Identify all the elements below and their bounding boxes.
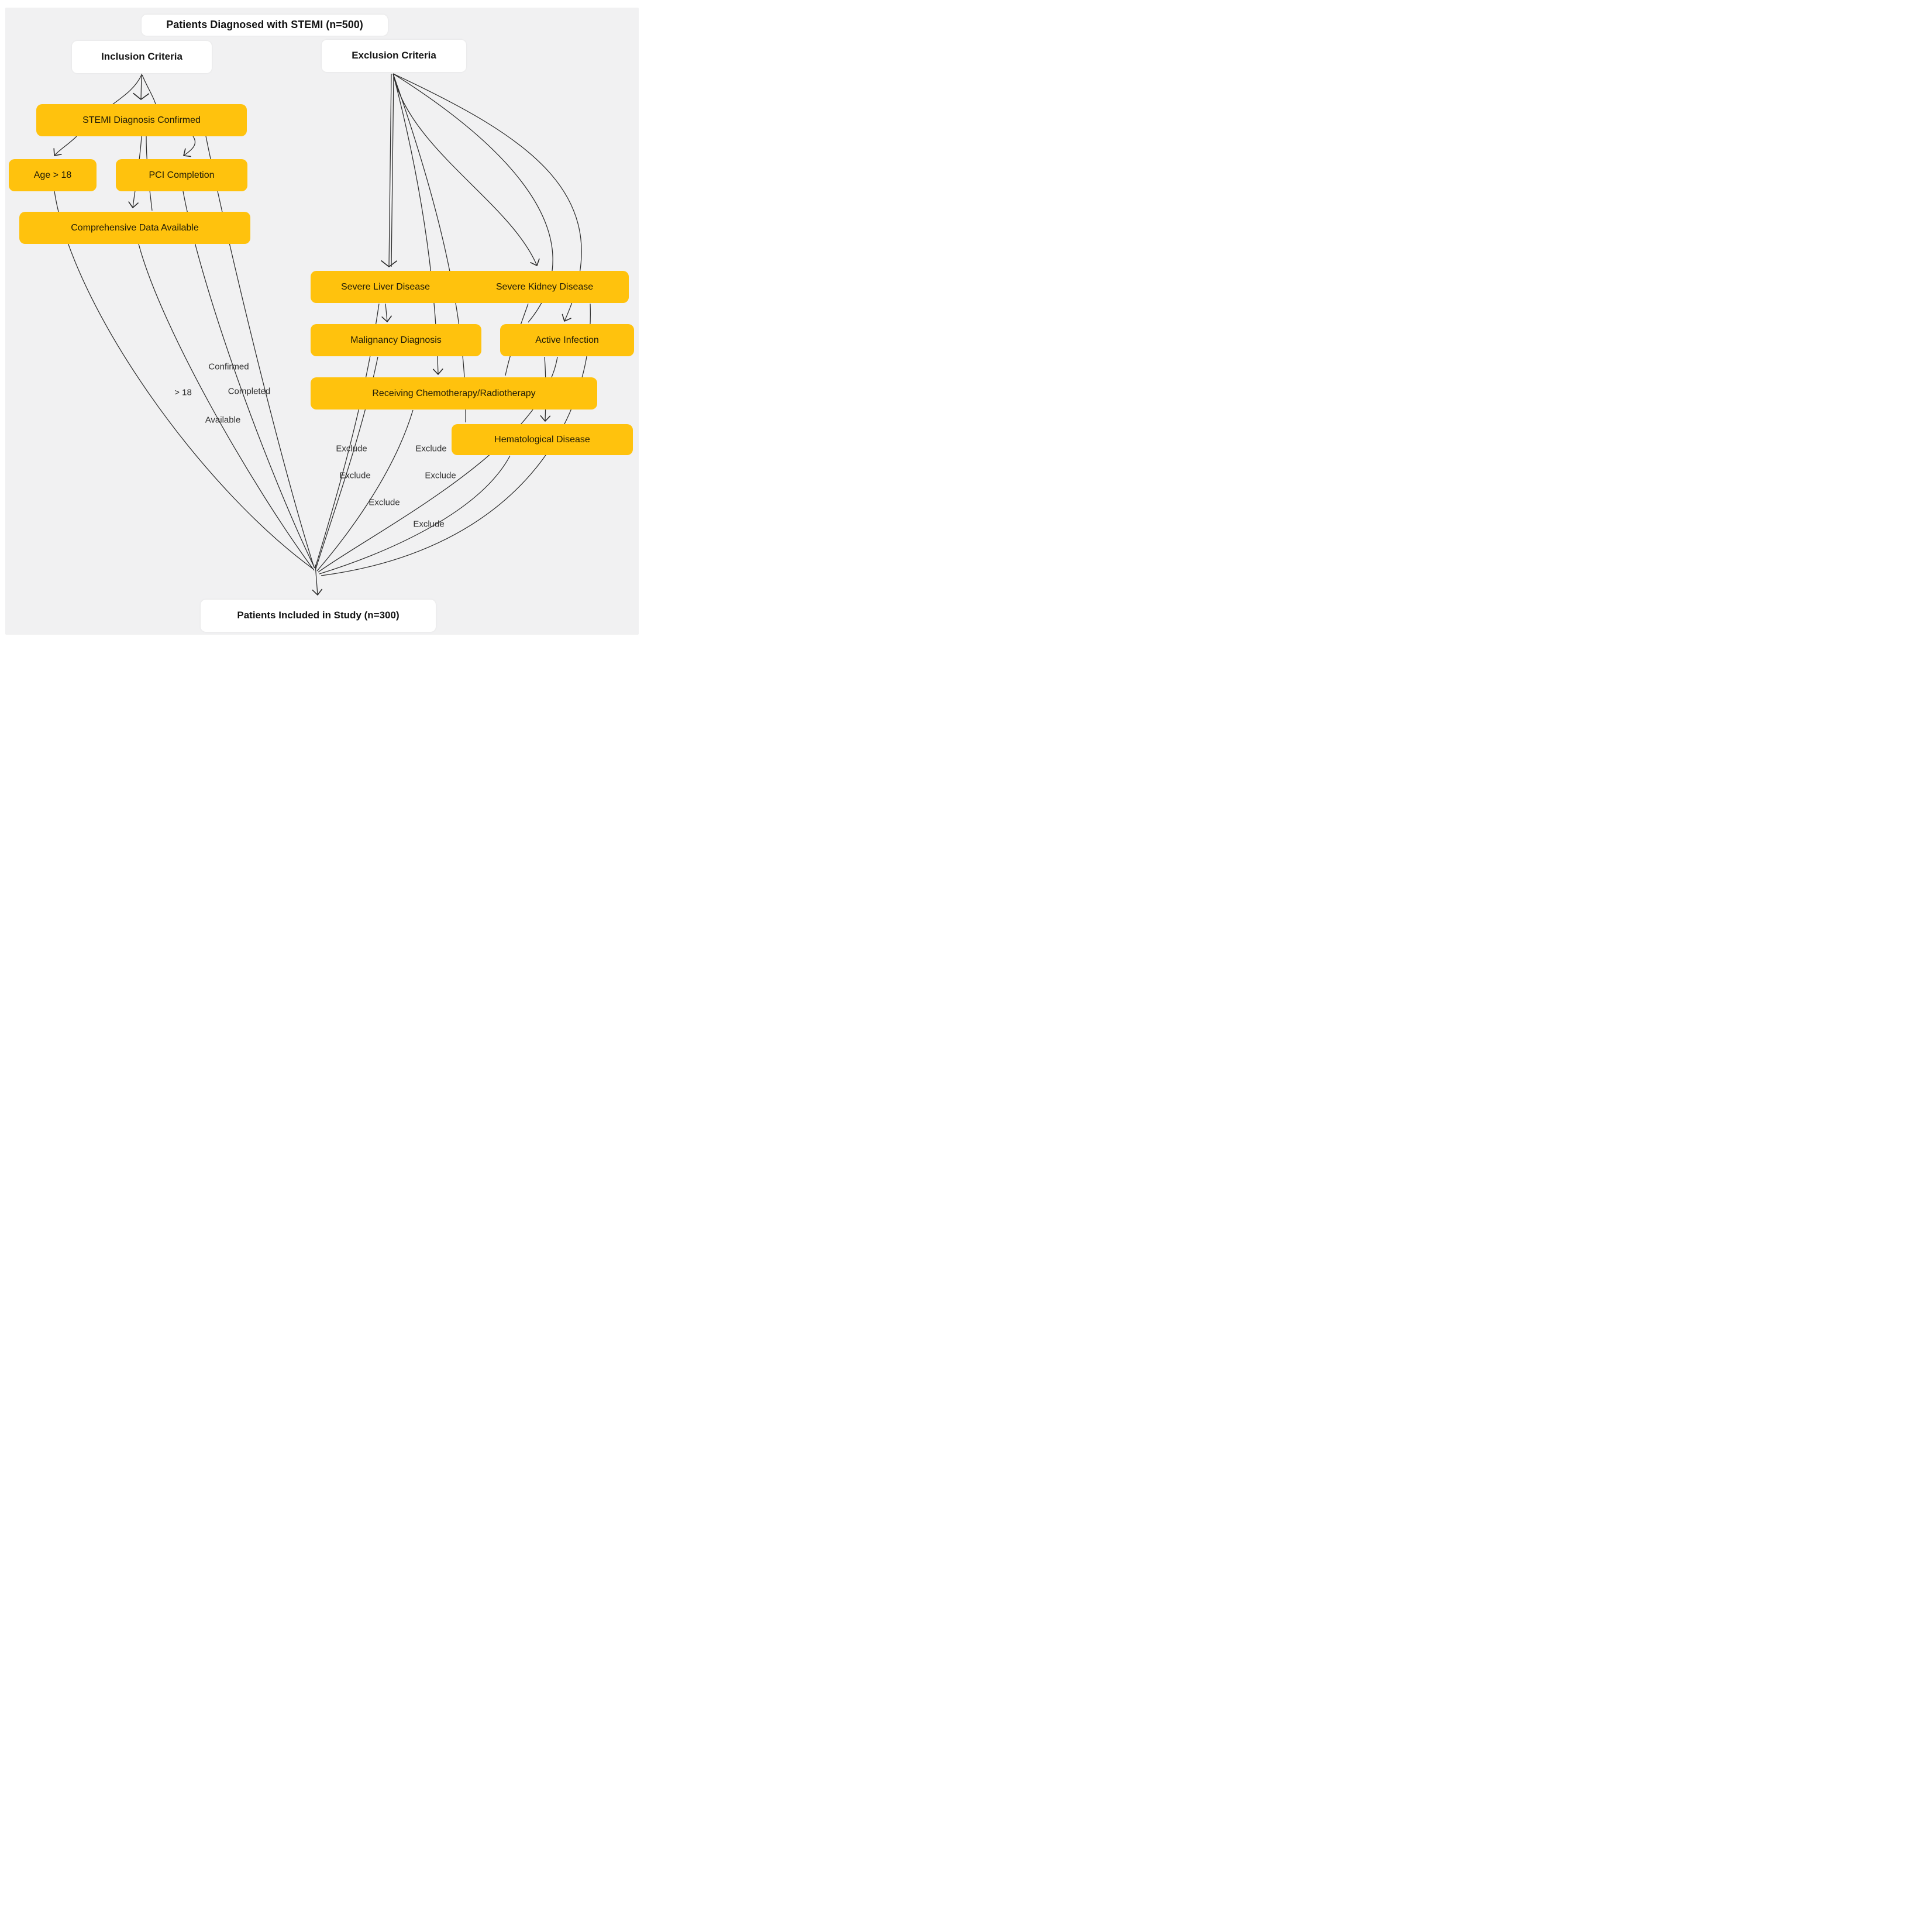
title-box: Patients Diagnosed with STEMI (n=500) [142, 15, 388, 36]
node-hematological-disease: Hematological Disease [452, 424, 633, 455]
node-active-infection: Active Infection [500, 324, 634, 356]
node-comprehensive-data-available: Comprehensive Data Available [19, 212, 250, 244]
exclusion-criteria-header: Exclusion Criteria [322, 40, 466, 72]
node-severe-kidney-disease: Severe Kidney Disease [460, 271, 629, 303]
edge-label-exclude-2: Exclude [415, 443, 447, 454]
edge-label-completed: Completed [228, 386, 271, 397]
node-age-over-18: Age > 18 [9, 159, 97, 191]
edge-label-exclude-3: Exclude [339, 470, 371, 481]
node-receiving-chemo-radiotherapy: Receiving Chemotherapy/Radiotherapy [311, 377, 597, 410]
edge-label-confirmed: Confirmed [208, 362, 249, 372]
edge-label-available: Available [205, 415, 241, 425]
node-pci-completion: PCI Completion [116, 159, 247, 191]
edge-label-exclude-4: Exclude [425, 470, 456, 481]
edge-label-exclude-6: Exclude [413, 519, 445, 529]
node-stemi-diagnosis-confirmed: STEMI Diagnosis Confirmed [36, 104, 247, 136]
diagram-panel [5, 8, 639, 635]
node-severe-liver-disease: Severe Liver Disease [311, 271, 460, 303]
node-malignancy-diagnosis: Malignancy Diagnosis [311, 324, 481, 356]
inclusion-criteria-header: Inclusion Criteria [72, 41, 212, 73]
flowchart-canvas: Patients Diagnosed with STEMI (n=500) In… [0, 0, 644, 642]
edge-label-age-over-18: > 18 [174, 387, 192, 398]
edge-label-exclude-5: Exclude [369, 497, 400, 508]
final-included-box: Patients Included in Study (n=300) [201, 600, 436, 632]
edge-label-exclude-1: Exclude [336, 443, 367, 454]
